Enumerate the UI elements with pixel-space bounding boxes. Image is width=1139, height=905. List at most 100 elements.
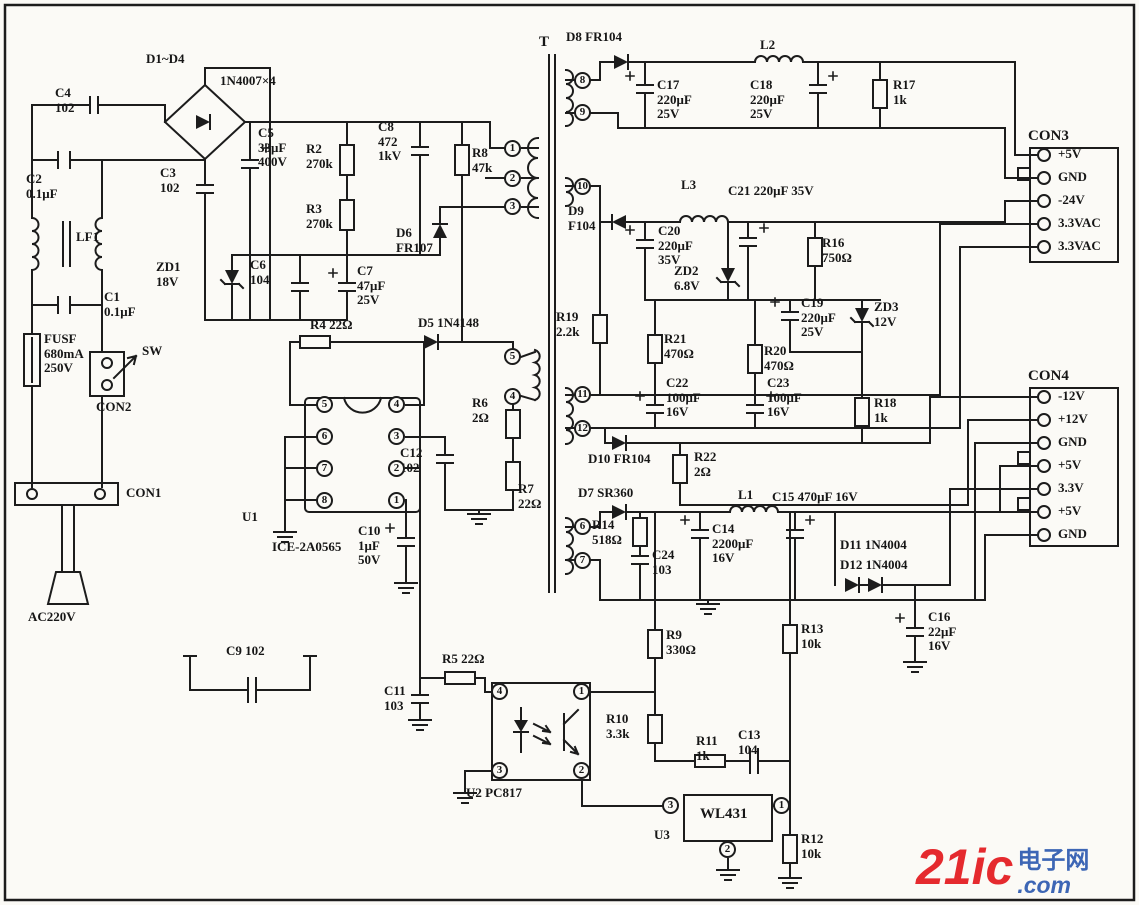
label-ac220v: AC220V xyxy=(28,609,76,624)
resistor-r12-symbol xyxy=(782,834,798,864)
label-d6: D6 FR107 xyxy=(396,225,433,255)
label-r13: R13 10k xyxy=(801,621,824,651)
u3-pin-2: 2 xyxy=(719,841,736,858)
page-border xyxy=(3,3,1136,902)
y-capacitor-c9-symbol xyxy=(183,655,317,703)
rail-minus24v xyxy=(590,185,1039,444)
label-bridge-name: D1~D4 xyxy=(146,51,185,66)
label-c4: C4 102 xyxy=(55,85,75,115)
label-l3: L3 xyxy=(681,177,697,192)
transformer-symbol xyxy=(521,54,575,593)
label-r21: R21 470Ω xyxy=(664,331,694,361)
secondary-windings xyxy=(564,68,575,576)
resistor-r6-symbol xyxy=(505,409,521,439)
label-con3: CON3 xyxy=(1028,128,1069,144)
resistor-r16-symbol xyxy=(807,237,823,267)
u1-notch xyxy=(342,396,383,414)
transformer-pin-1: 1 xyxy=(504,140,521,157)
label-c15: C15 470μF 16V xyxy=(772,489,858,504)
u2-pin-4: 4 xyxy=(491,683,508,700)
label-con1: CON1 xyxy=(126,485,162,500)
label-r2: R2 270k xyxy=(306,141,333,171)
u2-pin-3: 3 xyxy=(491,762,508,779)
label-lf1: LF1 xyxy=(76,229,100,244)
label-c24: C24 103 xyxy=(652,547,675,577)
aux-winding-symbol xyxy=(531,348,541,402)
label-c14: C14 2200μF 16V xyxy=(712,521,754,566)
label-d5: D5 1N4148 xyxy=(418,315,480,330)
label-r4: R4 22Ω xyxy=(310,317,353,332)
label-c8: C8 472 1kV xyxy=(378,119,402,164)
label-r16: R16 750Ω xyxy=(822,235,852,265)
label-transformer: T xyxy=(539,34,550,50)
label-d9: D9 F104 xyxy=(568,203,596,233)
label-c6: C6 104 xyxy=(250,257,270,287)
shunt-regulator-u3-body xyxy=(683,794,773,842)
label-u3: U3 xyxy=(654,827,670,842)
resistor-r19-symbol xyxy=(592,314,608,344)
watermark-suffix: .com xyxy=(1017,872,1072,899)
label-c1: C1 0.1μF xyxy=(104,289,136,319)
label-c7: C7 47μF 25V xyxy=(357,263,386,308)
watermark: 21ic 电子网 .com xyxy=(916,842,1089,899)
label-r10: R10 3.3k xyxy=(606,711,630,741)
resistor-r17-symbol xyxy=(872,79,888,109)
label-r11: R11 1k xyxy=(696,733,718,763)
rail-5v-top xyxy=(590,54,1039,179)
label-zd3: ZD3 12V xyxy=(874,299,899,329)
resistor-r9-symbol xyxy=(647,629,663,659)
con3-pin-label: 3.3VAC xyxy=(1058,215,1101,230)
u1-pin-7: 7 xyxy=(316,460,333,477)
con4-pin-label: -12V xyxy=(1058,388,1085,403)
label-r3: R3 270k xyxy=(306,201,333,231)
u1-pin-8: 8 xyxy=(316,492,333,509)
u1-pin-5: 5 xyxy=(316,396,333,413)
label-zd2: ZD2 6.8V xyxy=(674,263,700,293)
con3-pin-label: GND xyxy=(1058,169,1087,184)
u3-pin-3: 3 xyxy=(662,797,679,814)
label-r18: R18 1k xyxy=(874,395,897,425)
label-zd1: ZD1 18V xyxy=(156,259,181,289)
resistor-r13-symbol xyxy=(782,624,798,654)
con3-pin-label: -24V xyxy=(1058,192,1085,207)
lf1-choke-symbol xyxy=(30,216,104,272)
transformer-pin-12: 12 xyxy=(574,420,591,437)
u1-controller-section xyxy=(183,334,541,703)
label-r19: R19 2.2k xyxy=(556,309,580,339)
resistor-r3-symbol xyxy=(339,199,355,231)
label-r7: R7 22Ω xyxy=(518,481,542,511)
label-c23: C23 100μF 16V xyxy=(767,375,802,420)
label-d10: D10 FR104 xyxy=(588,451,651,466)
label-sw: SW xyxy=(142,343,163,358)
con4-pin-label: +5V xyxy=(1058,503,1082,518)
label-u2: U2 PC817 xyxy=(466,785,522,800)
label-r14: R14 518Ω xyxy=(592,517,622,547)
label-u1-part: ICE-2A0565 xyxy=(272,539,342,554)
resistor-r10-symbol xyxy=(647,714,663,744)
label-c21: C21 220μF 35V xyxy=(728,183,814,198)
label-r6: R6 2Ω xyxy=(472,395,489,425)
label-r8: R8 47k xyxy=(472,145,493,175)
transformer-pin-6: 6 xyxy=(574,518,591,535)
label-r5: R5 22Ω xyxy=(442,651,485,666)
label-wl431: WL431 xyxy=(700,806,748,822)
con4-pin-label: +12V xyxy=(1058,411,1088,426)
label-r20: R20 470Ω xyxy=(764,343,794,373)
component-bodies xyxy=(14,79,1119,864)
label-d7: D7 SR360 xyxy=(578,485,634,500)
con4-pin-label: GND xyxy=(1058,526,1087,541)
label-d11: D11 1N4004 xyxy=(840,537,907,552)
label-r17: R17 1k xyxy=(893,77,916,107)
con3-pin-label: +5V xyxy=(1058,146,1082,161)
label-r9: R9 330Ω xyxy=(666,627,696,657)
label-c13: C13 104 xyxy=(738,727,761,757)
resistor-r21-symbol xyxy=(647,334,663,364)
label-c5: C5 33μF 400V xyxy=(258,125,287,170)
u2-pin-1: 1 xyxy=(573,683,590,700)
l1-inductor-symbol xyxy=(728,505,780,514)
label-c22: C22 100μF 16V xyxy=(666,375,701,420)
transformer-pin-5: 5 xyxy=(504,348,521,365)
resistor-r5-symbol xyxy=(444,671,476,685)
label-c2: C2 0.1μF xyxy=(26,171,58,201)
ground-symbols xyxy=(273,513,927,889)
